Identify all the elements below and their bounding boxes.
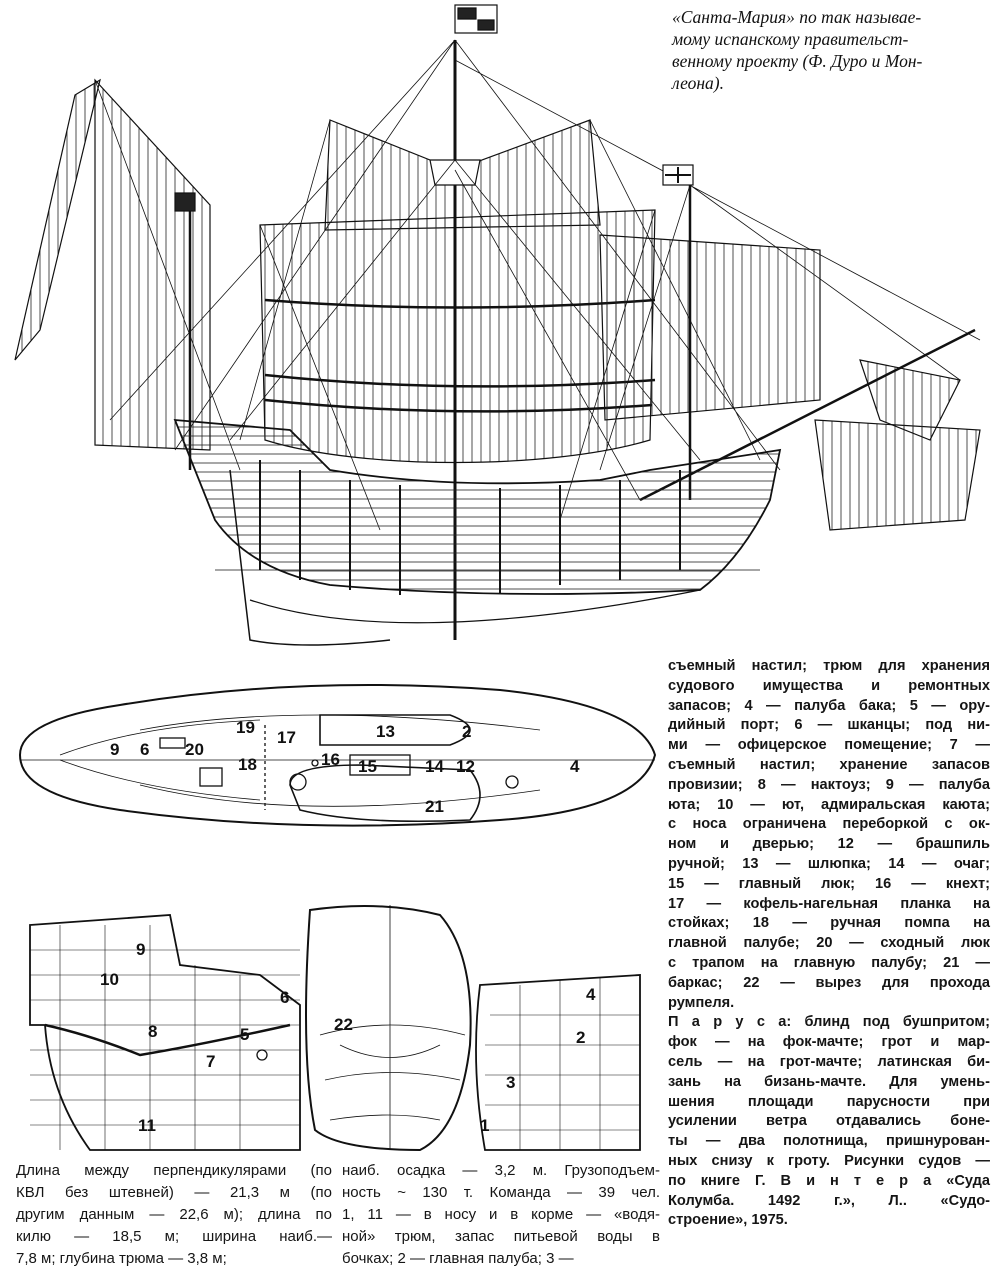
- plan-labels: 9 6 20 19 18 17 16 13 2 15 14 12 4 21: [110, 718, 580, 816]
- text-line: Колумба. 1492 г.», Л.. «Судо-: [668, 1192, 990, 1209]
- plan-label: 15: [358, 757, 377, 776]
- text-line: главной палубе; 20 — сходный люк: [668, 935, 990, 952]
- mizzen-pennant: [14, 78, 101, 361]
- text-line: бочках; 2 — главная палуба; 3 —: [342, 1250, 574, 1267]
- section-label: 9: [136, 940, 145, 959]
- section-label: 5: [240, 1025, 249, 1044]
- text-line: ми — офицерское помещение; 7 —: [668, 737, 990, 754]
- text-line: шения площади парусности при: [668, 1093, 990, 1110]
- plan-label: 14: [425, 757, 444, 776]
- text-line: с трапом на главную палубу; 21 —: [668, 954, 990, 971]
- plan-label: 17: [277, 728, 296, 747]
- text-line: съемный настил; хранение запасов: [668, 756, 990, 773]
- mizzen-sail: [94, 78, 211, 451]
- text-line: съемный настил; трюм для хранения: [668, 658, 990, 674]
- midship-section: [305, 905, 472, 1152]
- text-line: 7,8 м; глубина трюма — 3,8 м;: [16, 1250, 227, 1267]
- caption-line: леона).: [672, 73, 724, 93]
- specs-text-column-2: наиб. осадка — 3,2 м. Грузоподъем-ность …: [342, 1160, 660, 1270]
- fore-sail: [599, 234, 821, 421]
- text-line: ном и дверью; 12 — брашпиль: [668, 836, 990, 853]
- plan-label: 4: [570, 757, 580, 776]
- text-line: ручной; 13 — шлюпка; 14 — очаг;: [668, 855, 990, 872]
- caption-line: «Санта-Мария» по так называе-: [672, 7, 922, 27]
- caption-line: мому испанскому правительст-: [672, 29, 909, 49]
- section-label: 4: [586, 985, 596, 1004]
- text-line: стойках; 18 — ручная помпа на: [668, 915, 990, 932]
- text-line: баркас; 22 — вырез для прохода: [668, 974, 990, 991]
- hatch-15: [349, 754, 411, 776]
- text-line: 17 — кофель-нагельная планка на: [668, 895, 990, 912]
- plan-label: 13: [376, 722, 395, 741]
- text-line: 15 — главный люк; 16 — кнехт;: [668, 875, 990, 892]
- text-line: с носа ограничена переборкой с ок-: [668, 816, 990, 833]
- text-line: ты — два полотнища, пришнурован-: [668, 1133, 990, 1150]
- plan-label: 2: [462, 722, 471, 741]
- text-line: КВЛ без штевней) — 21,3 м (по: [16, 1184, 332, 1201]
- text-line: зань на бизань-мачте. Для умень-: [668, 1073, 990, 1090]
- plan-label: 18: [238, 755, 257, 774]
- text-line: наиб. осадка — 3,2 м. Грузоподъем-: [342, 1162, 660, 1179]
- plan-label: 16: [321, 750, 340, 769]
- plan-label: 20: [185, 740, 204, 759]
- deck-outline: [18, 684, 657, 827]
- text-line: Длина между перпендикулярами (по: [16, 1162, 332, 1179]
- mizzen-flag: [174, 192, 196, 212]
- section-label: 10: [100, 970, 119, 989]
- text-line: ных снизу к гроту. Рисунки судов —: [668, 1152, 990, 1169]
- plan-label: 6: [140, 740, 149, 759]
- text-line: по книге Г. В и н т е р а «Суда: [668, 1172, 990, 1189]
- ship-elevation-drawing: [14, 4, 981, 646]
- stern-section: [29, 914, 301, 1151]
- text-line: провизии; 8 — нактоуз; 9 — палуба: [668, 776, 990, 793]
- caption-line: венному проекту (Ф. Дуро и Мон-: [672, 51, 923, 71]
- text-line: другим данным — 22,6 м); длина по: [16, 1206, 332, 1223]
- deck-plan-drawing: 9 6 20 19 18 17 16 13 2 15 14 12 4 21: [18, 684, 657, 827]
- text-line: сель — на грот-мачте; латинская би-: [668, 1053, 990, 1070]
- plan-label: 19: [236, 718, 255, 737]
- text-line: 1, 11 — в носу и в корме — «водя-: [342, 1206, 660, 1223]
- text-line: ной» трюм, запас питьевой воды в: [342, 1228, 660, 1245]
- text-line: фок — на фок-мачте; грот и мар-: [668, 1034, 990, 1051]
- longboat-21: [289, 764, 481, 823]
- text-line: дийный порт; 6 — шканцы; под ни-: [668, 717, 990, 734]
- section-label: 8: [148, 1022, 157, 1041]
- text-line: ность ~ 130 т. Команда — 39 чел.: [342, 1184, 660, 1201]
- section-label: 2: [576, 1028, 585, 1047]
- text-line: усилении ветра отдавались боне-: [668, 1113, 990, 1130]
- boat-13: [319, 714, 471, 746]
- bow-section: [475, 974, 641, 1151]
- section-label: 6: [280, 988, 289, 1007]
- main-sail: [259, 209, 656, 464]
- sections-drawing: 9 10 8 5 7 6 11 22 4 2 3 1: [29, 905, 641, 1152]
- legend-text-column: съемный настил; трюм для хранения судовог…: [668, 657, 990, 1231]
- section-label: 3: [506, 1073, 515, 1092]
- text-line: румпеля.: [668, 994, 735, 1011]
- plan-label: 12: [456, 757, 475, 776]
- text-line: юта; 10 — ют, адмиральская каюта;: [668, 796, 990, 813]
- section-label: 11: [138, 1116, 156, 1135]
- spritsail: [814, 419, 981, 531]
- text-line: П а р у с а: блинд под бушпритом;: [668, 1014, 990, 1031]
- text-line: килю — 18,5 м; ширина наиб.—: [16, 1228, 332, 1245]
- figure-caption: «Санта-Мария» по так называе- мому испан…: [672, 6, 990, 94]
- text-line: судового имущества и ремонтных: [668, 677, 990, 694]
- section-label: 7: [206, 1052, 215, 1071]
- text-line: строение», 1975.: [668, 1212, 788, 1229]
- section-label: 22: [334, 1015, 353, 1034]
- plan-label: 21: [425, 797, 444, 816]
- section-label: 1: [480, 1116, 489, 1135]
- text-line: запасов; 4 — палуба бака; 5 — ору-: [668, 697, 990, 714]
- plan-label: 9: [110, 740, 119, 759]
